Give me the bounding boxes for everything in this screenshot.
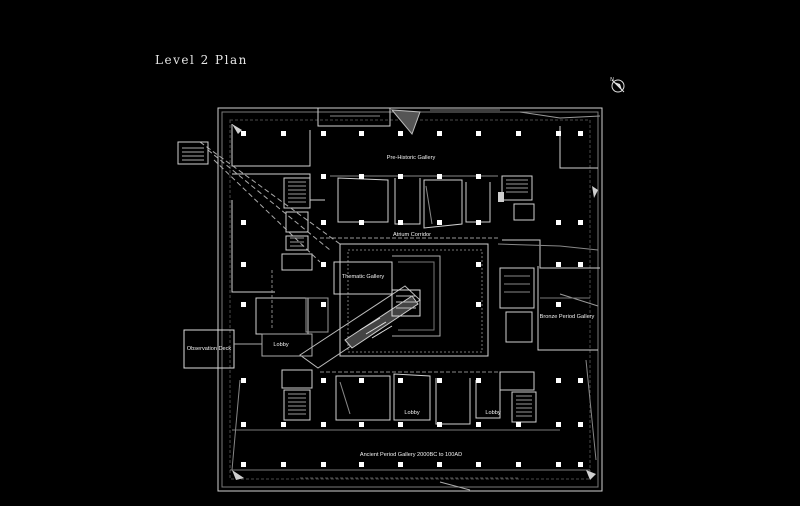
north-arrow-label: N xyxy=(610,77,614,83)
west-rooms xyxy=(231,200,329,335)
drawing-title: Level 2 Plan xyxy=(155,53,248,67)
west-lobby-outline xyxy=(261,333,313,357)
label-atrium-corridor: Atrium Corridor xyxy=(393,232,431,238)
west-circulation-core xyxy=(281,177,313,271)
label-observation-deck: Observation Deck xyxy=(187,346,232,352)
thematic-gallery-room xyxy=(333,261,393,295)
escalator-ramp xyxy=(299,285,421,369)
south-display-rooms xyxy=(232,371,560,431)
label-lobby-east: Lobby xyxy=(485,410,500,416)
north-arrow-icon xyxy=(611,79,625,93)
link-bridge xyxy=(199,141,341,263)
label-thematic-gallery: Thematic Gallery xyxy=(342,274,384,280)
south-facade xyxy=(230,359,597,491)
structural-columns xyxy=(241,131,583,467)
label-lobby-center: Lobby xyxy=(404,410,419,416)
south-stair-cores xyxy=(281,369,537,423)
solid-walls xyxy=(232,124,598,480)
label-ancient-period-gallery: Ancient Period Gallery 2000BC to 100AD xyxy=(360,452,462,458)
observation-deck-box xyxy=(183,329,235,369)
exterior-stair xyxy=(177,141,209,165)
label-lobby-west: Lobby xyxy=(273,342,288,348)
atrium-void xyxy=(339,243,489,357)
label-prehistoric-gallery: Pre-Historic Gallery xyxy=(387,155,436,161)
east-rooms xyxy=(497,239,600,351)
east-circulation-core xyxy=(499,175,535,343)
prehistoric-gallery-outline xyxy=(231,124,598,201)
label-bronze-period-gallery: Bronze Period Gallery xyxy=(540,314,595,320)
